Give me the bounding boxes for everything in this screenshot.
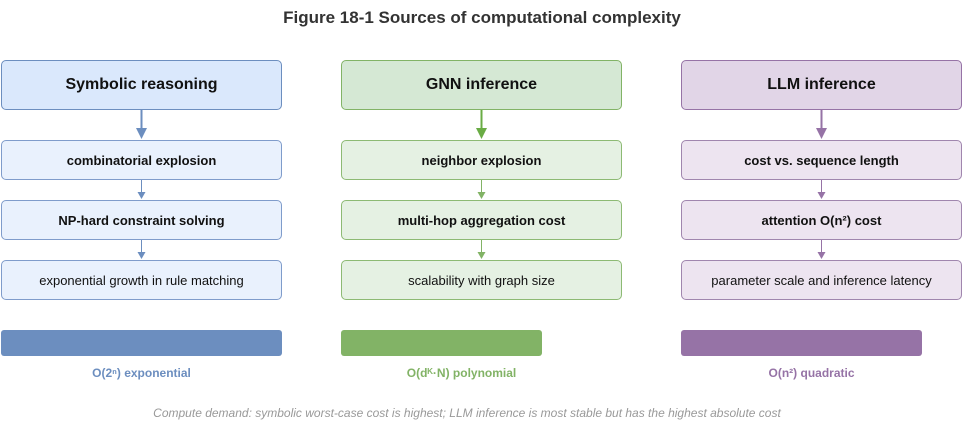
symbolic-complexity-label: O(2ⁿ) exponential: [92, 366, 191, 380]
symbolic-step-2: NP-hard constraint solving: [1, 200, 282, 240]
footnote: Compute demand: symbolic worst-case cost…: [153, 406, 781, 420]
symbolic-arrowhead-1: [136, 128, 147, 139]
symbolic-step-3: exponential growth in rule matching: [1, 260, 282, 300]
gnn-arrowhead-1: [476, 128, 487, 139]
llm-inference-header: LLM inference: [681, 60, 962, 110]
llm-step-2: attention O(n²) cost: [681, 200, 962, 240]
symbolic-arrowhead-2: [137, 192, 146, 199]
gnn-inference-header: GNN inference: [341, 60, 622, 110]
gnn-arrowhead-3: [477, 252, 486, 259]
llm-arrowhead-2: [817, 192, 826, 199]
gnn-arrowhead-2: [477, 192, 486, 199]
figure-title: Figure 18-1 Sources of computational com…: [283, 8, 681, 27]
gnn-step-1: neighbor explosion: [341, 140, 622, 180]
gnn-step-3: scalability with graph size: [341, 260, 622, 300]
llm-step-3: parameter scale and inference latency: [681, 260, 962, 300]
llm-step-1: cost vs. sequence length: [681, 140, 962, 180]
llm-complexity-label: O(n²) quadratic: [768, 366, 855, 380]
gnn-complexity-label: O(dᴷ·N) polynomial: [406, 366, 517, 380]
llm-arrowhead-3: [817, 252, 826, 259]
symbolic-arrowhead-3: [137, 252, 146, 259]
gnn-step-2: multi-hop aggregation cost: [341, 200, 622, 240]
gnn-complexity-bar: [341, 330, 542, 356]
llm-complexity-bar: [681, 330, 922, 356]
llm-arrowhead-1: [816, 128, 827, 139]
symbolic-complexity-bar: [1, 330, 282, 356]
symbolic-reasoning-header: Symbolic reasoning: [1, 60, 282, 110]
symbolic-step-1: combinatorial explosion: [1, 140, 282, 180]
